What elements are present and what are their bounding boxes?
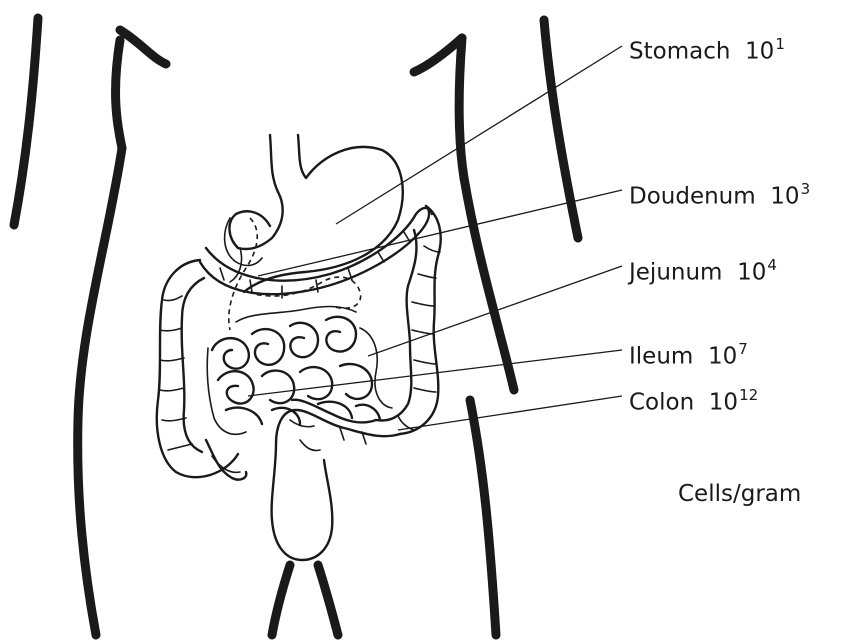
colon-exponent: 12 [739, 386, 758, 404]
stomach-shape [225, 135, 403, 292]
stomach-exponent: 1 [775, 35, 785, 53]
unit-note: Cells/gram [678, 480, 801, 508]
duodenum-exponent: 3 [801, 180, 811, 198]
left-torso-upper-line [116, 40, 122, 148]
right-hip-line [470, 400, 496, 635]
leader-lines [248, 46, 622, 430]
torso-outline [14, 18, 578, 635]
left-arm-line [14, 18, 38, 225]
left-leg-line [272, 565, 290, 635]
jejunum-label: Jejunum 104 [629, 252, 777, 287]
jejunum-name: Jejunum [629, 260, 722, 286]
left-shoulder-line [120, 30, 166, 64]
stomach-leader-line [336, 46, 622, 224]
colon-label: Colon 1012 [629, 382, 758, 417]
sigmoid-colon-shape [272, 400, 400, 560]
right-arm-line [544, 20, 578, 238]
small-intestine-shape [207, 307, 392, 435]
duodenum-leader-line [258, 190, 622, 276]
duodenum-base: 10 [770, 184, 799, 210]
ileum-exponent: 7 [738, 340, 748, 358]
colon-base: 10 [709, 390, 738, 416]
right-torso-line [464, 178, 514, 390]
colon-leader-line [398, 396, 622, 430]
right-leg-line [318, 565, 338, 635]
ileum-base: 10 [708, 344, 737, 370]
left-torso-line [78, 148, 122, 635]
ileum-name: Ileum [629, 344, 693, 370]
right-shoulder-line [414, 38, 462, 72]
duodenum-label: Doudenum 103 [629, 176, 810, 211]
right-torso-upper-line [459, 38, 464, 178]
ileum-label: Ileum 107 [629, 336, 748, 371]
jejunum-base: 10 [737, 260, 766, 286]
stomach-label: Stomach 101 [629, 31, 785, 66]
stomach-base: 10 [745, 39, 774, 65]
jejunum-exponent: 4 [767, 256, 777, 274]
duodenum-name: Doudenum [629, 184, 756, 210]
stomach-name: Stomach [629, 39, 730, 65]
colon-name: Colon [629, 390, 694, 416]
